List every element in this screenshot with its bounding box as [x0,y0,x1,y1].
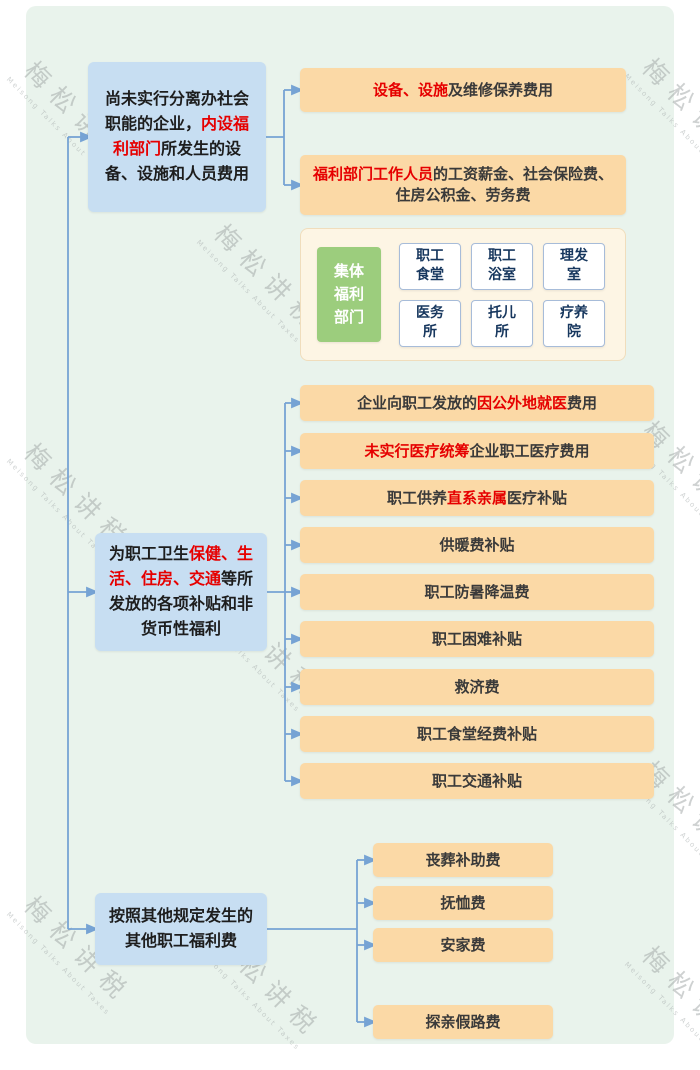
leaf-label: 职工防暑降温费 [424,582,529,603]
leaf-label: 供暖费补贴 [439,535,514,556]
leaf-node-transport-subsidy: 职工交通补贴 [300,763,654,799]
leaf-node-equipment-maintenance: 设备、设施及维修保养费用 [300,68,626,112]
leaf-label: 职工交通补贴 [432,771,522,792]
label-text: 救济费 [454,677,500,696]
facility-item-sanatorium: 疗养院 [543,299,605,347]
leaf-node-funeral-subsidy: 丧葬补助费 [373,843,553,877]
leaf-label: 抚恤费 [440,893,486,912]
label-highlight: 直系亲属 [446,488,507,507]
leaf-label: 安家费 [440,935,486,954]
label-highlight: 保健、生活、住房、交通 [108,544,254,589]
leaf-label: 救济费 [454,677,499,698]
branch-node-label: 尚未实行分离办社会职能的企业，内设福利部门所发生的设备、设施和人员费用 [100,87,254,186]
leaf-label: 职工困难补贴 [432,629,522,650]
label-highlight: 未实行医疗统筹 [364,441,470,460]
branch-node-label: 为职工卫生保健、生活、住房、交通等所发放的各项补贴和非货币性福利 [107,542,255,641]
facility-group-label: 集体福利部门 [317,247,381,342]
branch-node-subsidies: 为职工卫生保健、生活、住房、交通等所发放的各项补贴和非货币性福利 [95,533,267,651]
leaf-node-settling-fee: 安家费 [373,928,553,962]
leaf-node-cooling-fee: 职工防暑降温费 [300,574,654,610]
label-text: 等所发放的各项补贴和非货币性福利 [108,569,254,638]
label-text: 职工交通补贴 [431,771,522,790]
label-text: 所发生的设备、设施和人员费用 [104,139,249,183]
leaf-label: 职工供养直系亲属医疗补贴 [387,488,567,509]
leaf-node-dependents-medical: 职工供养直系亲属医疗补贴 [300,480,654,516]
label-text: 企业向职工发放的 [356,393,477,412]
facility-group: 集体福利部门 职工食堂 职工浴室 理发室 医务所 托儿所 疗养院 [300,228,626,361]
label-text: 供暖费补贴 [439,535,515,554]
leaf-node-hardship-subsidy: 职工困难补贴 [300,621,654,657]
facility-item-clinic: 医务所 [399,299,461,347]
label-text: 职工食堂经费补贴 [416,724,537,743]
label-highlight: 因公外地就医 [476,393,567,412]
leaf-label: 福利部门工作人员的工资薪金、社会保险费、住房公积金、劳务费 [310,164,616,206]
label-text: 费用 [567,393,598,412]
label-text: 职工困难补贴 [431,629,522,648]
branch-node-label: 按照其他规定发生的其他职工福利费 [107,904,255,954]
leaf-node-medical-away: 企业向职工发放的因公外地就医费用 [300,385,654,421]
facility-grid: 职工食堂 职工浴室 理发室 医务所 托儿所 疗养院 [399,242,605,347]
branch-node-internal-welfare-dept: 尚未实行分离办社会职能的企业，内设福利部门所发生的设备、设施和人员费用 [88,62,266,212]
label-text: 医疗补贴 [507,488,568,507]
facility-item-canteen: 职工食堂 [399,242,461,290]
leaf-label: 职工食堂经费补贴 [417,724,537,745]
leaf-label: 设备、设施及维修保养费用 [373,80,553,101]
leaf-label: 企业向职工发放的因公外地就医费用 [357,393,597,414]
leaf-label: 未实行医疗统筹企业职工医疗费用 [364,441,589,462]
leaf-node-relief-fee: 救济费 [300,669,654,705]
branch-node-other-welfare: 按照其他规定发生的其他职工福利费 [95,893,267,965]
leaf-node-home-visit-travel: 探亲假路费 [373,1005,553,1039]
leaf-node-heating-subsidy: 供暖费补贴 [300,527,654,563]
label-text: 尚未实行分离办社会职能的企业， [104,89,249,134]
leaf-label: 丧葬补助费 [425,850,501,869]
label-text: 及维修保养费用 [448,80,554,99]
leaf-node-medical-no-pooling: 未实行医疗统筹企业职工医疗费用 [300,433,654,469]
leaf-node-staff-wages: 福利部门工作人员的工资薪金、社会保险费、住房公积金、劳务费 [300,155,626,215]
leaf-node-bereavement-fee: 抚恤费 [373,886,553,920]
label-highlight: 内设福利部门 [112,114,250,158]
leaf-node-canteen-subsidy: 职工食堂经费补贴 [300,716,654,752]
leaf-label: 探亲假路费 [425,1012,501,1031]
label-text: 按照其他规定发生的其他职工福利费 [108,906,253,950]
label-text: 为职工卫生 [108,544,189,564]
label-text: 的工资薪金、社会保险费、住房公积金、劳务费 [395,165,614,204]
facility-item-nursery: 托儿所 [471,299,533,347]
facility-item-bathhouse: 职工浴室 [471,242,533,290]
label-text: 职工供养 [386,488,447,507]
facility-item-barbershop: 理发室 [543,242,605,290]
label-text: 职工防暑降温费 [424,582,530,601]
label-text: 企业职工医疗费用 [469,441,590,460]
label-highlight: 设备、设施 [372,80,448,99]
label-highlight: 福利部门工作人员 [312,165,433,183]
